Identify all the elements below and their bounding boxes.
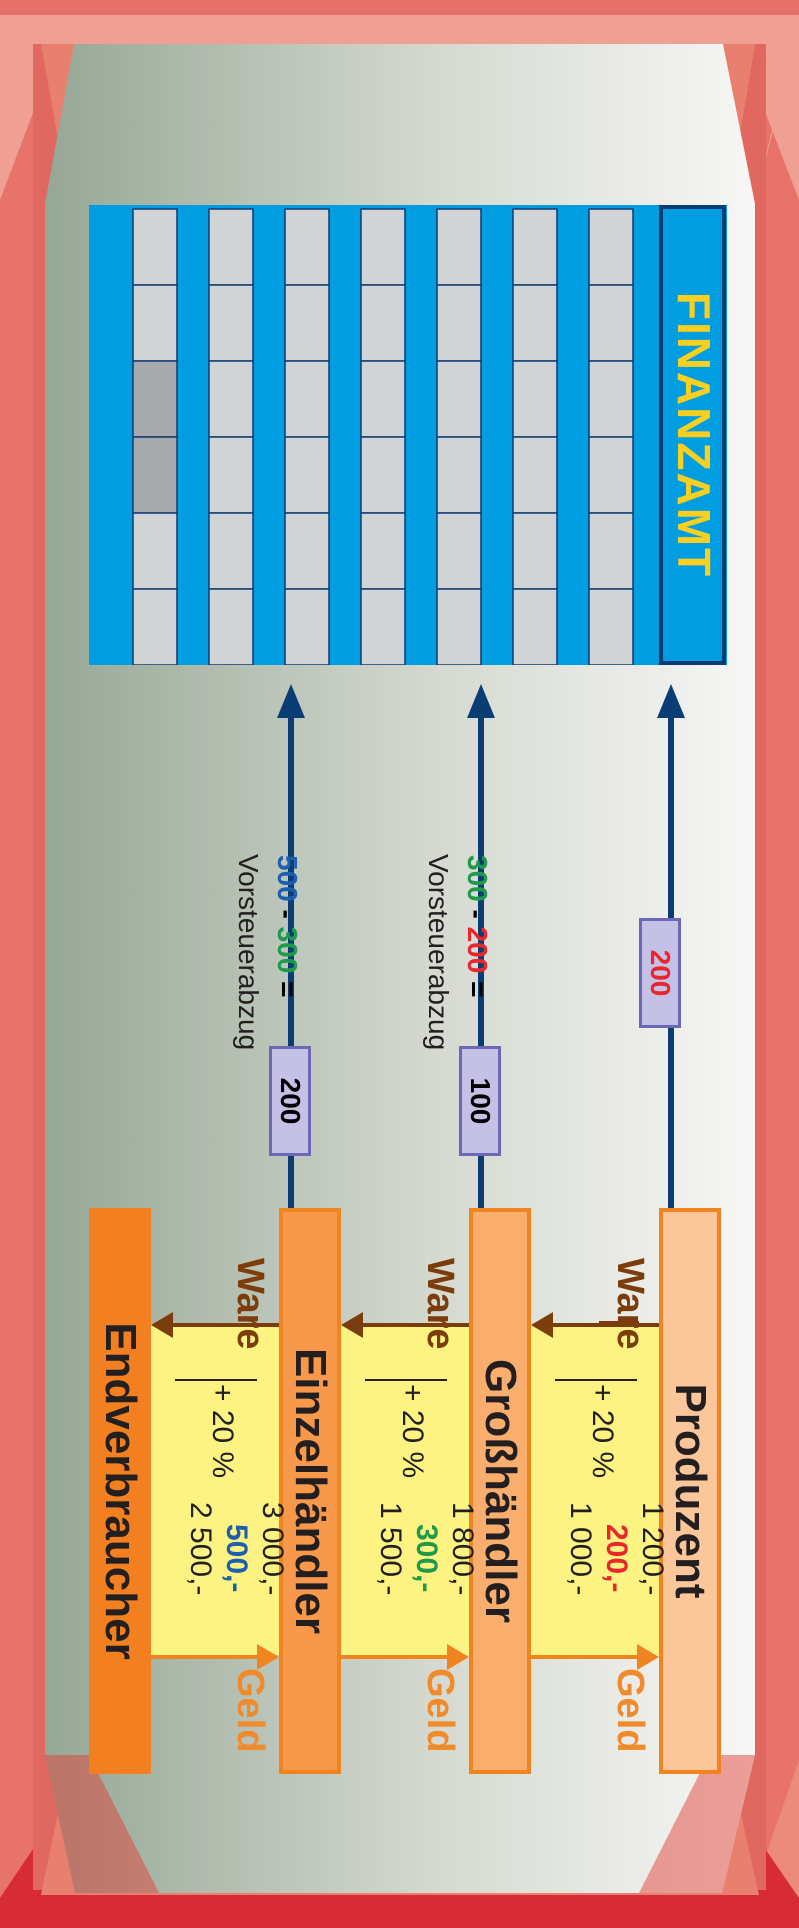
money-label-3: Geld: [229, 1668, 271, 1753]
building-window: [284, 588, 330, 665]
building-window: [360, 588, 406, 665]
building-window: [208, 588, 254, 665]
vat-rate-1: + 20 %: [586, 1384, 619, 1479]
total-1: 1 200,-: [636, 1502, 669, 1596]
building-window: [436, 588, 482, 665]
vat-1: 200,-: [600, 1524, 633, 1593]
vat-2: 300,-: [410, 1524, 443, 1593]
base-3: 2 500,-: [184, 1502, 217, 1596]
vat-3: 500,-: [220, 1524, 253, 1593]
goods-label-2: Ware: [419, 1258, 461, 1350]
building-windows: [132, 205, 726, 665]
building-window: [588, 588, 634, 665]
building-window: [512, 588, 558, 665]
base-2: 1 500,-: [374, 1502, 407, 1596]
money-label-2: Geld: [419, 1668, 461, 1753]
total-3: 3 000,-: [256, 1502, 289, 1596]
vat-rate-3: + 20 %: [206, 1384, 239, 1479]
building-window: [132, 588, 178, 665]
goods-label-1: Ware: [609, 1258, 651, 1350]
base-1: 1 000,-: [564, 1502, 597, 1596]
total-2: 1 800,-: [446, 1502, 479, 1596]
vat-rate-2: + 20 %: [396, 1384, 429, 1479]
money-label-1: Geld: [609, 1668, 651, 1753]
goods-label-3: Ware: [229, 1258, 271, 1350]
